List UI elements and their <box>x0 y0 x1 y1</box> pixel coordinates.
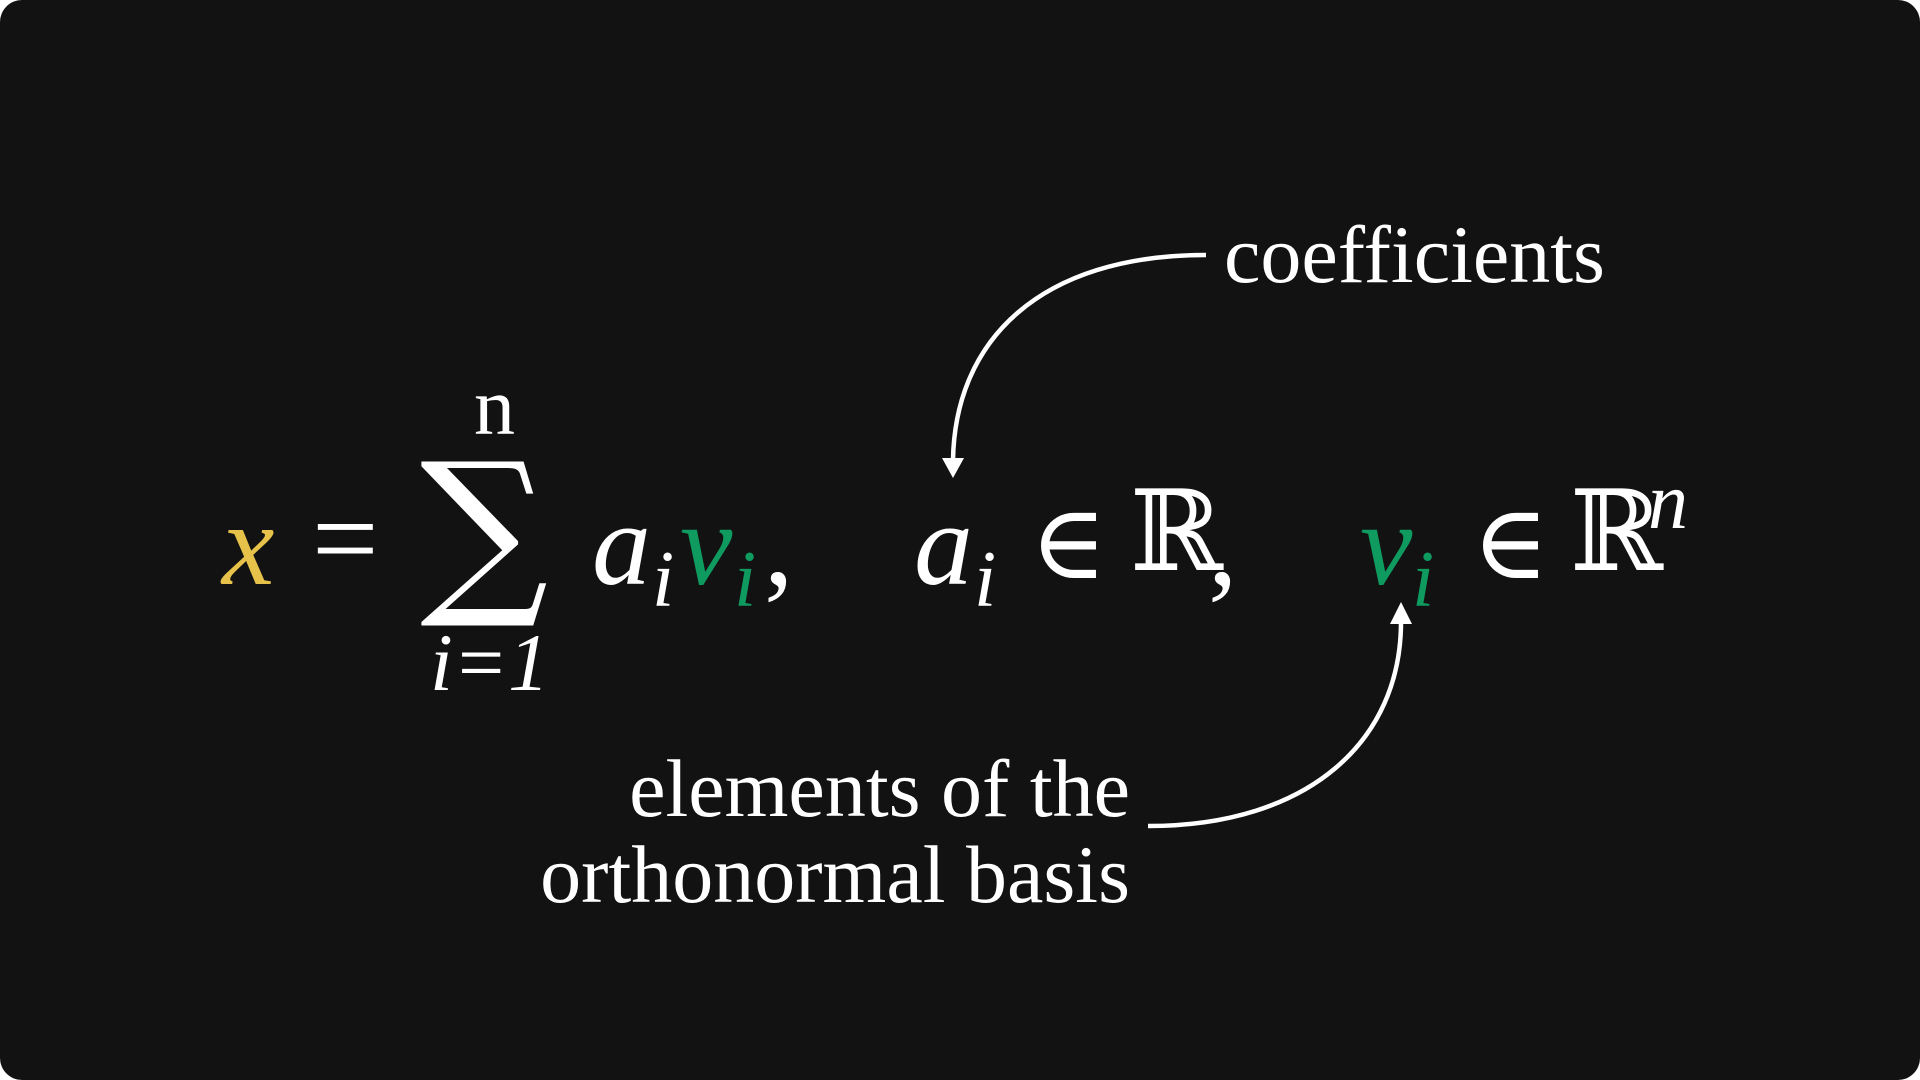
cond-v-var: v <box>1360 479 1413 610</box>
cond-v-subscript: i <box>1412 536 1435 624</box>
basis-v: v <box>680 479 733 610</box>
basis-label-line2: orthonormal basis <box>540 829 1130 920</box>
cond-a-var: a <box>914 479 973 610</box>
basis-label: elements of the orthonormal basis <box>440 746 1130 918</box>
var-x: x <box>222 479 275 610</box>
summation-symbol: ∑ <box>420 425 549 634</box>
sum-lower-limit: i=1 <box>430 617 550 708</box>
reals-symbol-2: ℝ <box>1570 467 1664 597</box>
cond-a-comma: , <box>1208 479 1238 610</box>
cond-a-subscript: i <box>974 536 997 624</box>
sum-upper-limit: n <box>474 361 515 452</box>
coef-a: a <box>592 479 651 610</box>
coefficients-arrow-icon <box>942 252 1207 478</box>
equals-sign: = <box>312 473 379 604</box>
coef-a-subscript: i <box>652 536 675 624</box>
reals-symbol: ℝ <box>1130 467 1224 597</box>
reals-superscript-n: n <box>1648 458 1688 546</box>
basis-arrow-icon <box>1147 602 1412 829</box>
coefficients-label: coefficients <box>1224 209 1605 300</box>
equation-comma: , <box>764 479 794 610</box>
basis-v-subscript: i <box>734 536 757 624</box>
basis-label-line1: elements of the <box>629 743 1130 834</box>
element-of-symbol-2: ∈ <box>1472 481 1549 603</box>
element-of-symbol: ∈ <box>1030 481 1107 603</box>
